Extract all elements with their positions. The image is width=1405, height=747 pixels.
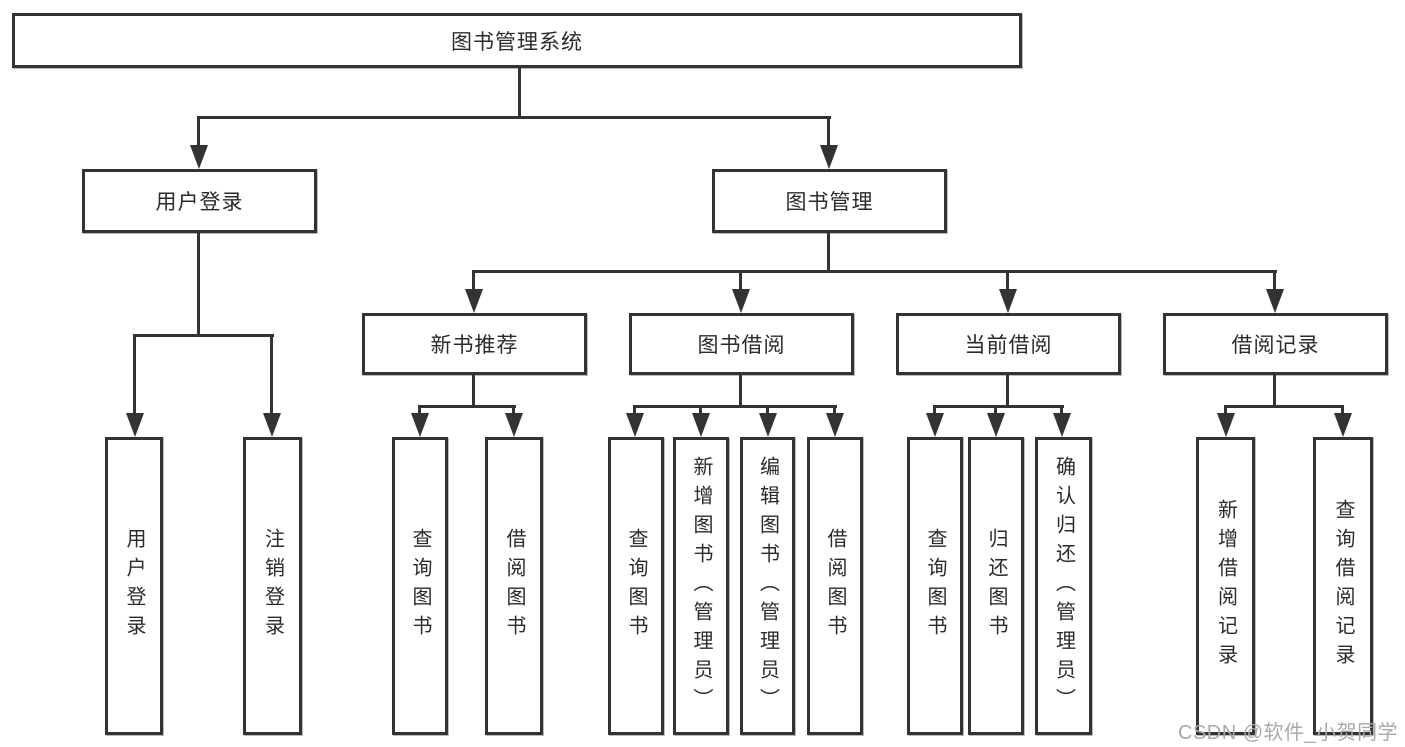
connector-vline [833, 407, 836, 417]
arrow-down-icon [505, 413, 523, 437]
arrow-down-icon [263, 413, 281, 437]
connector-vline [512, 407, 515, 417]
node-cb-query-books: 查询图书 [907, 437, 963, 735]
node-logout-action: 注销登录 [243, 437, 302, 735]
connector-vline [1273, 375, 1276, 408]
arrow-down-icon [999, 289, 1017, 313]
connector-vline [1006, 272, 1009, 290]
connector-vline [472, 272, 475, 290]
node-book-borrowing: 图书借阅 [629, 313, 854, 375]
arrow-down-icon [826, 413, 844, 437]
connector-vline [1060, 407, 1063, 417]
connector-vline [418, 407, 421, 417]
connector-vline [827, 233, 830, 273]
arrow-down-icon [692, 413, 710, 437]
connector-vline [518, 68, 521, 118]
connector-vline [699, 407, 702, 417]
connector-hline [633, 405, 837, 408]
arrow-down-icon [926, 413, 944, 437]
node-bb-edit-books-admin: 编辑图书（管理员） [740, 437, 795, 735]
connector-vline [1006, 375, 1009, 408]
connector-vline [1341, 407, 1344, 417]
connector-vline [994, 407, 997, 417]
connector-hline [1224, 405, 1344, 408]
node-borrowing-records: 借阅记录 [1163, 313, 1388, 375]
arrow-down-icon [126, 413, 144, 437]
connector-vline [933, 407, 936, 417]
node-br-query-record: 查询借阅记录 [1313, 437, 1373, 735]
node-bb-add-books-admin: 新增图书（管理员） [673, 437, 729, 735]
arrow-down-icon [1217, 413, 1235, 437]
watermark: CSDN @软件_小贺同学 [1178, 722, 1399, 744]
arrow-down-icon [1334, 413, 1352, 437]
node-current-borrowing: 当前借阅 [896, 313, 1121, 375]
node-user-login: 用户登录 [82, 169, 317, 233]
connector-hline [418, 405, 516, 408]
connector-vline [197, 233, 200, 337]
node-user-login-action: 用户登录 [105, 437, 163, 735]
arrow-down-icon [190, 145, 208, 169]
connector-vline [633, 407, 636, 417]
node-book-management: 图书管理 [712, 169, 947, 233]
connector-hline [472, 270, 1277, 273]
arrow-down-icon [987, 413, 1005, 437]
node-br-add-record: 新增借阅记录 [1196, 437, 1255, 735]
connector-vline [739, 272, 742, 290]
connector-vline [472, 375, 475, 408]
node-cb-return-books: 归还图书 [968, 437, 1024, 735]
connector-hline [133, 334, 274, 337]
connector-hline [197, 116, 831, 119]
connector-hline [933, 405, 1064, 408]
connector-vline [270, 336, 273, 416]
connector-vline [1273, 272, 1276, 290]
connector-vline [197, 118, 200, 148]
node-new-book-recommendation: 新书推荐 [362, 313, 587, 375]
node-cb-confirm-return-admin: 确认归还（管理员） [1035, 437, 1092, 735]
arrow-down-icon [626, 413, 644, 437]
arrow-down-icon [411, 413, 429, 437]
node-library-system: 图书管理系统 [12, 13, 1022, 68]
node-bb-query-books: 查询图书 [608, 437, 664, 735]
node-nb-query-books: 查询图书 [392, 437, 448, 735]
connector-vline [766, 407, 769, 417]
connector-vline [133, 336, 136, 416]
arrow-down-icon [732, 289, 750, 313]
arrow-down-icon [1053, 413, 1071, 437]
arrow-down-icon [820, 145, 838, 169]
connector-vline [739, 375, 742, 408]
connector-vline [1224, 407, 1227, 417]
arrow-down-icon [1266, 289, 1284, 313]
connector-vline [827, 118, 830, 148]
node-nb-borrow-books: 借阅图书 [485, 437, 543, 735]
arrow-down-icon [759, 413, 777, 437]
arrow-down-icon [465, 289, 483, 313]
node-bb-borrow-books: 借阅图书 [807, 437, 863, 735]
